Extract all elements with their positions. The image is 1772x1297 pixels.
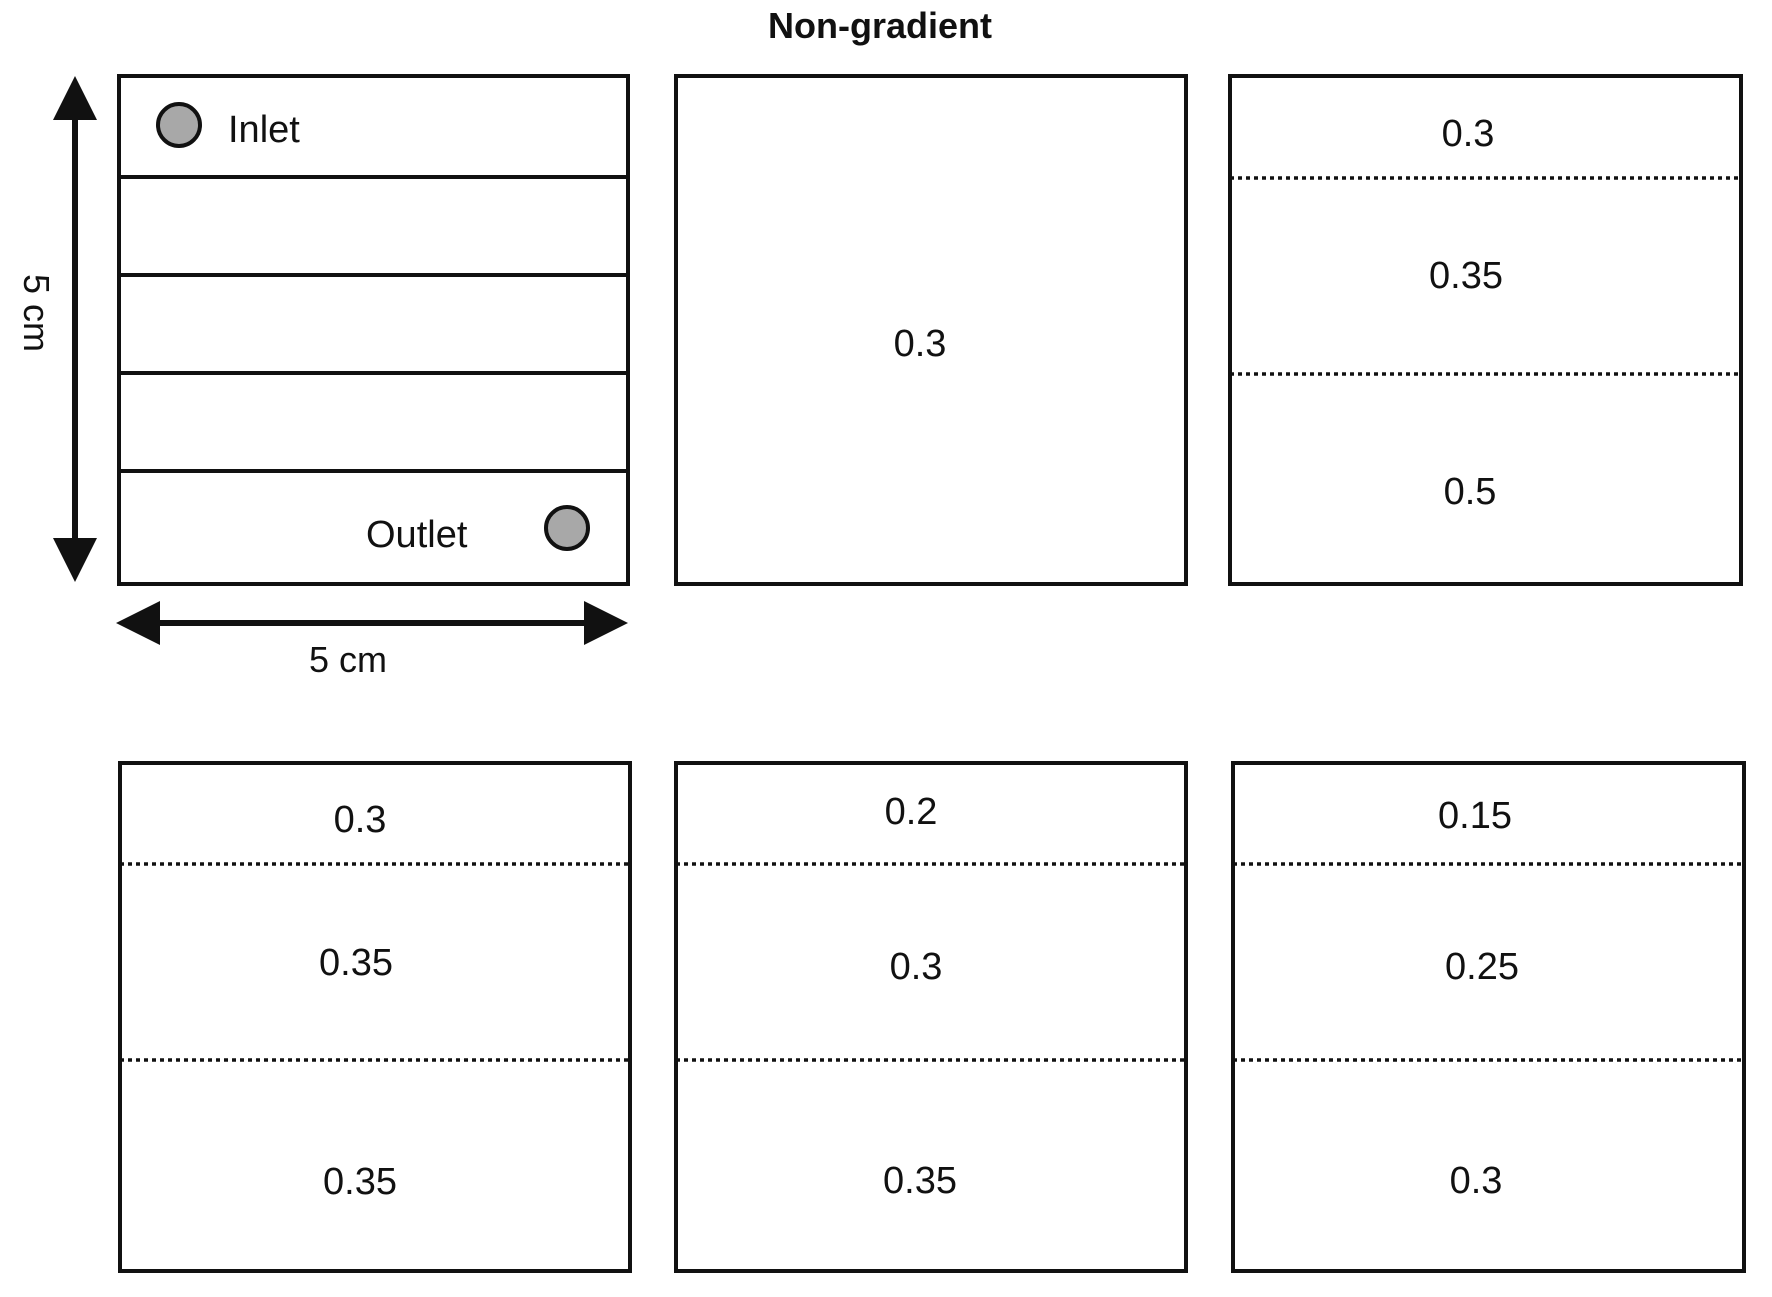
- layer-value: 0.35: [323, 1161, 397, 1203]
- arrow-up-icon: [53, 76, 97, 120]
- panel-box: [1231, 761, 1746, 1273]
- panel-5: 0.15 0.25 0.3: [1231, 761, 1746, 1273]
- panel-box: [1228, 74, 1743, 586]
- layer-value: 0.35: [883, 1160, 957, 1202]
- outlet-label: Outlet: [366, 514, 468, 556]
- panel-4: 0.2 0.3 0.35: [674, 761, 1188, 1273]
- panel-3: 0.3 0.35 0.35: [118, 761, 632, 1273]
- inlet-port-icon: [156, 102, 202, 148]
- diagram-title: Non-gradient: [768, 5, 992, 46]
- layer-value: 0.3: [890, 946, 943, 988]
- width-dimension-label: 5 cm: [309, 639, 387, 680]
- layer-value: 0.35: [319, 942, 393, 984]
- panel-2: 0.3 0.35 0.5: [1228, 74, 1743, 586]
- layer-value: 0.3: [894, 323, 947, 365]
- arrow-right-icon: [584, 601, 628, 645]
- outlet-port-icon: [544, 505, 590, 551]
- inlet-label: Inlet: [228, 109, 300, 151]
- layer-value: 0.5: [1444, 471, 1497, 513]
- arrow-down-icon: [53, 538, 97, 582]
- height-dimension-label: 5 cm: [16, 274, 57, 352]
- panel-box: [118, 761, 632, 1273]
- layer-value: 0.2: [885, 791, 938, 833]
- panel-box: [674, 74, 1188, 586]
- panel-box: [674, 761, 1188, 1273]
- layer-value: 0.3: [334, 799, 387, 841]
- layer-value: 0.3: [1442, 113, 1495, 155]
- layer-value: 0.25: [1445, 946, 1519, 988]
- flow-cell-schematic: Inlet Outlet: [117, 74, 630, 586]
- layer-value: 0.3: [1450, 1160, 1503, 1202]
- layer-value: 0.35: [1429, 255, 1503, 297]
- panel-1: 0.3: [674, 74, 1188, 586]
- layer-value: 0.15: [1438, 795, 1512, 837]
- width-dimension: 5 cm: [116, 601, 628, 680]
- arrow-left-icon: [116, 601, 160, 645]
- height-dimension: 5 cm: [16, 76, 97, 582]
- schematic-box: [117, 74, 630, 586]
